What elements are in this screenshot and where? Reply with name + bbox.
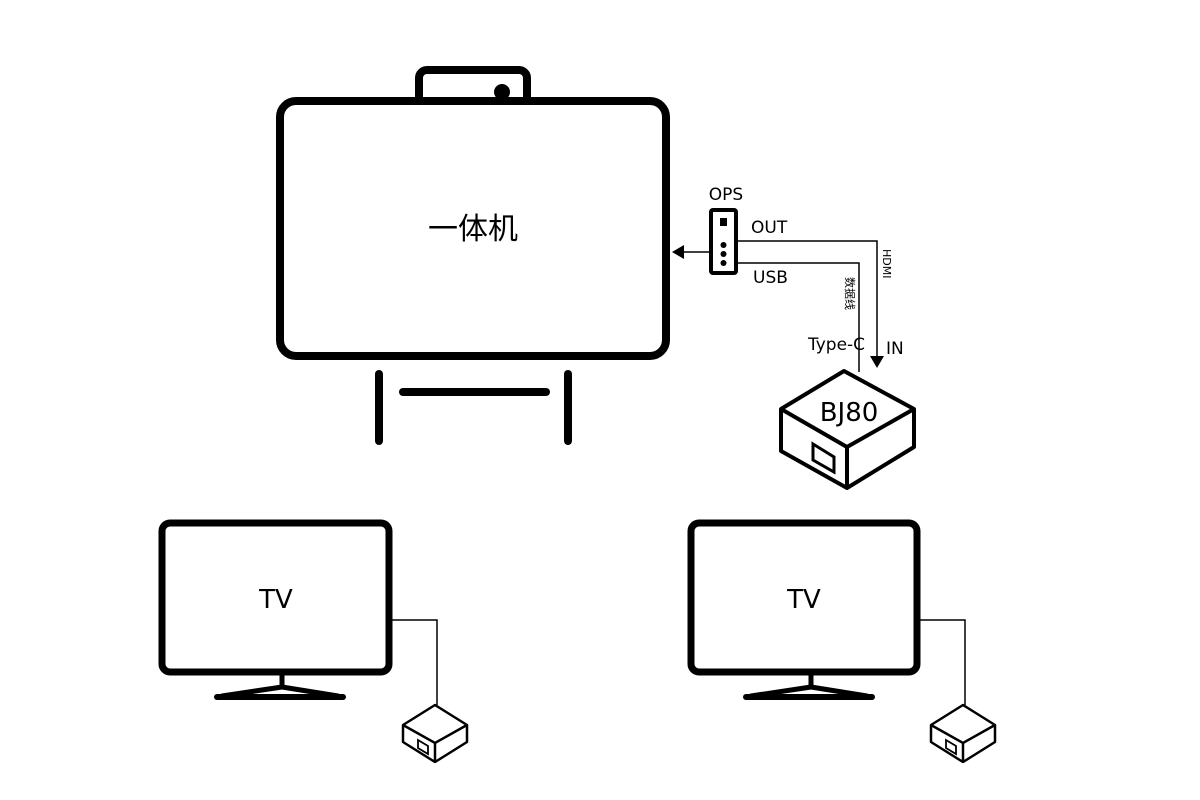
tv-screen: [158, 519, 393, 676]
bj80-typec-label: Type-C: [807, 335, 865, 355]
bj80-device: BJ80 Type-C IN: [779, 335, 916, 490]
tv-cable: [917, 619, 966, 705]
tv-left: TV: [158, 519, 469, 764]
ops-usb-label: USB: [753, 268, 788, 288]
bj80-label: BJ80: [820, 398, 879, 428]
tv-label: TV: [786, 585, 821, 615]
ops-module: OPS OUT USB: [672, 185, 788, 288]
display-screen: [276, 97, 670, 360]
hdmi-cable-label: HDMI: [880, 249, 893, 278]
data-cable-label: 数据线: [843, 277, 857, 310]
bj80-port-icon: [811, 441, 836, 475]
display-label: 一体机: [428, 212, 518, 247]
hdmi-cable: HDMI: [736, 240, 893, 368]
data-cable: 数据线: [736, 262, 860, 372]
tv-right: TV: [687, 519, 997, 764]
ops-port-icon: [720, 218, 727, 226]
ops-led-icon: [720, 260, 727, 266]
all-in-one-display: 一体机: [276, 66, 670, 445]
bj80-in-label: IN: [886, 339, 904, 359]
tv-cable: [389, 619, 438, 705]
display-stand: [375, 370, 572, 445]
ops-out-label: OUT: [751, 218, 788, 238]
camera-lens-icon: [494, 84, 510, 100]
ops-led-icon: [720, 242, 727, 248]
tv-screen: [687, 519, 921, 676]
ops-label: OPS: [709, 185, 743, 205]
ops-led-icon: [720, 251, 727, 257]
receiver-box-icon: [401, 703, 469, 764]
tv-label: TV: [258, 585, 293, 615]
arrow-head-icon: [870, 356, 884, 368]
arrow-head-icon: [672, 245, 684, 259]
receiver-box-icon: [929, 703, 997, 764]
